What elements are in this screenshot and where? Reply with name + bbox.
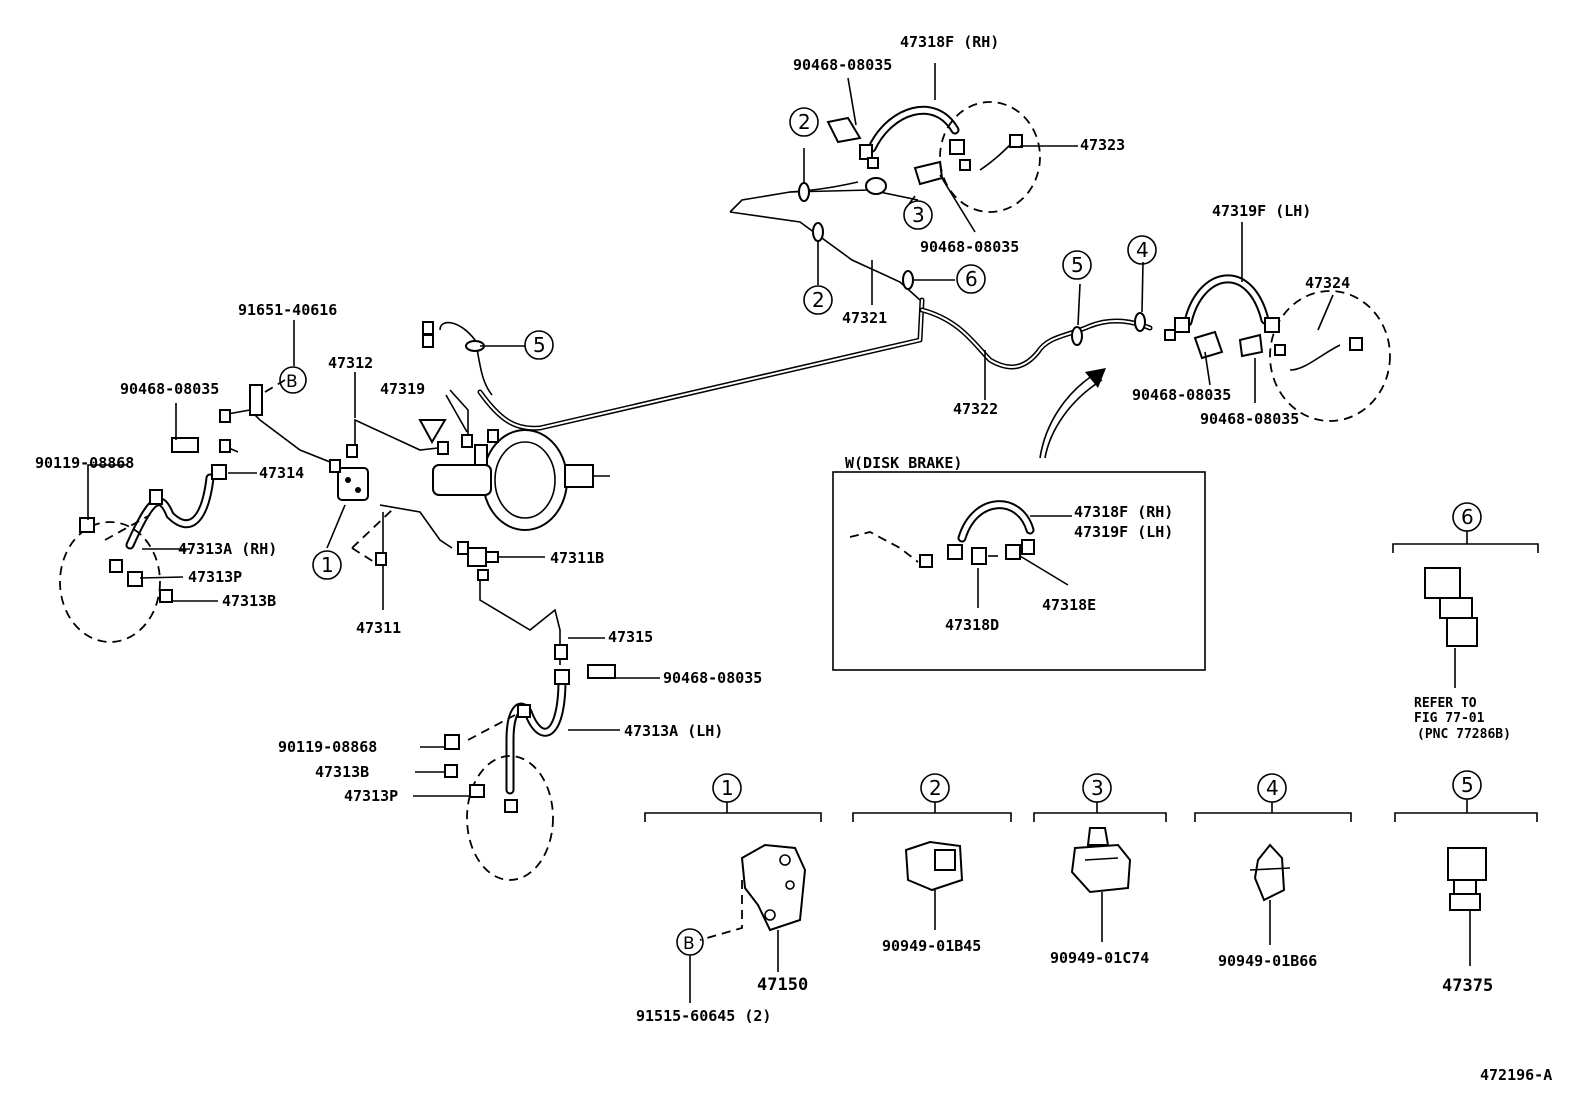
label-47313p-top: 47313P: [188, 568, 242, 586]
figure-id: 472196-A: [1480, 1066, 1552, 1084]
callout-1: 1: [321, 553, 334, 577]
ref1-part: 47150: [757, 975, 808, 995]
label-47322: 47322: [953, 400, 998, 418]
label-90468-r2: 90468-08035: [1200, 410, 1299, 428]
ref1-num: 1: [721, 776, 734, 800]
label-47319: 47319: [380, 380, 425, 398]
callout-3: 3: [912, 203, 925, 227]
label-47313a-lh: 47313A (LH): [624, 722, 723, 740]
label-47319f-lh: 47319F (LH): [1212, 202, 1311, 220]
label-90468-top: 90468-08035: [793, 56, 892, 74]
label-90468-low: 90468-08035: [663, 669, 762, 687]
callout-b-top: B: [286, 372, 298, 392]
ref4-part: 90949-01B66: [1218, 952, 1317, 970]
ref5-part: 47375: [1442, 976, 1493, 996]
callout-2b: 2: [812, 288, 825, 312]
ref2-num: 2: [929, 776, 942, 800]
inset-label-47319f: 47319F (LH): [1074, 523, 1173, 541]
wheel-outlines: [59, 101, 1391, 881]
label-47311b: 47311B: [550, 549, 604, 567]
ref3-part: 90949-01C74: [1050, 949, 1149, 967]
ref2-part: 90949-01B45: [882, 937, 981, 955]
ref6-num: 6: [1461, 505, 1474, 529]
label-47321: 47321: [842, 309, 887, 327]
inset-title: W(DISK BRAKE): [845, 454, 962, 472]
label-90119-top: 90119-08868: [35, 454, 134, 472]
label-47313b-top: 47313B: [222, 592, 276, 610]
circled-callouts: 2 3 2 6 5 4 5 1 B B: [279, 107, 1157, 956]
callout-5a: 5: [533, 333, 546, 357]
flex-hoses: [125, 105, 1270, 795]
label-47314: 47314: [259, 464, 304, 482]
components: [79, 116, 1363, 813]
callout-6: 6: [965, 267, 978, 291]
callout-2a: 2: [798, 110, 811, 134]
reference-panels: 1 47150 91515-60645 (2) 2 90949-01B45 3 …: [636, 502, 1539, 1025]
inset-label-47318f: 47318F (RH): [1074, 503, 1173, 521]
label-90468-r1: 90468-08035: [1132, 386, 1231, 404]
ref5-num: 5: [1461, 773, 1474, 797]
ref4-num: 4: [1266, 776, 1279, 800]
label-90468-left: 90468-08035: [120, 380, 219, 398]
callout-4: 4: [1136, 238, 1149, 262]
label-47323: 47323: [1080, 136, 1125, 154]
callout-b-low: B: [683, 934, 695, 954]
label-90119-low: 90119-08868: [278, 738, 377, 756]
inset-label-47318d: 47318D: [945, 616, 999, 634]
proportioning-valve: [337, 467, 369, 501]
leader-lines: [87, 63, 1334, 797]
ref6-l3: (PNC 77286B): [1417, 727, 1511, 742]
part-labels: 47318F (RH) 90468-08035 47323 90468-0803…: [35, 33, 1350, 805]
ref6-l1: REFER TO: [1414, 696, 1477, 711]
master-cylinder: [432, 464, 492, 496]
disk-brake-inset: W(DISK BRAKE) 47318F (RH) 47319F (LH) 47…: [832, 454, 1206, 671]
label-90468-mid: 90468-08035: [920, 238, 1019, 256]
ref1-sub: 91515-60645 (2): [636, 1007, 771, 1025]
label-47313b-low: 47313B: [315, 763, 369, 781]
label-47324: 47324: [1305, 274, 1350, 292]
ref6-l2: FIG 77-01: [1414, 711, 1485, 726]
label-91651: 91651-40616: [238, 301, 337, 319]
label-47318f-rh: 47318F (RH): [900, 33, 999, 51]
label-47315: 47315: [608, 628, 653, 646]
label-47311: 47311: [356, 619, 401, 637]
inset-label-47318e: 47318E: [1042, 596, 1096, 614]
label-47313a-rh: 47313A (RH): [178, 540, 277, 558]
ref3-num: 3: [1091, 776, 1104, 800]
callout-5b: 5: [1071, 253, 1084, 277]
label-47313p-low: 47313P: [344, 787, 398, 805]
label-47312: 47312: [328, 354, 373, 372]
